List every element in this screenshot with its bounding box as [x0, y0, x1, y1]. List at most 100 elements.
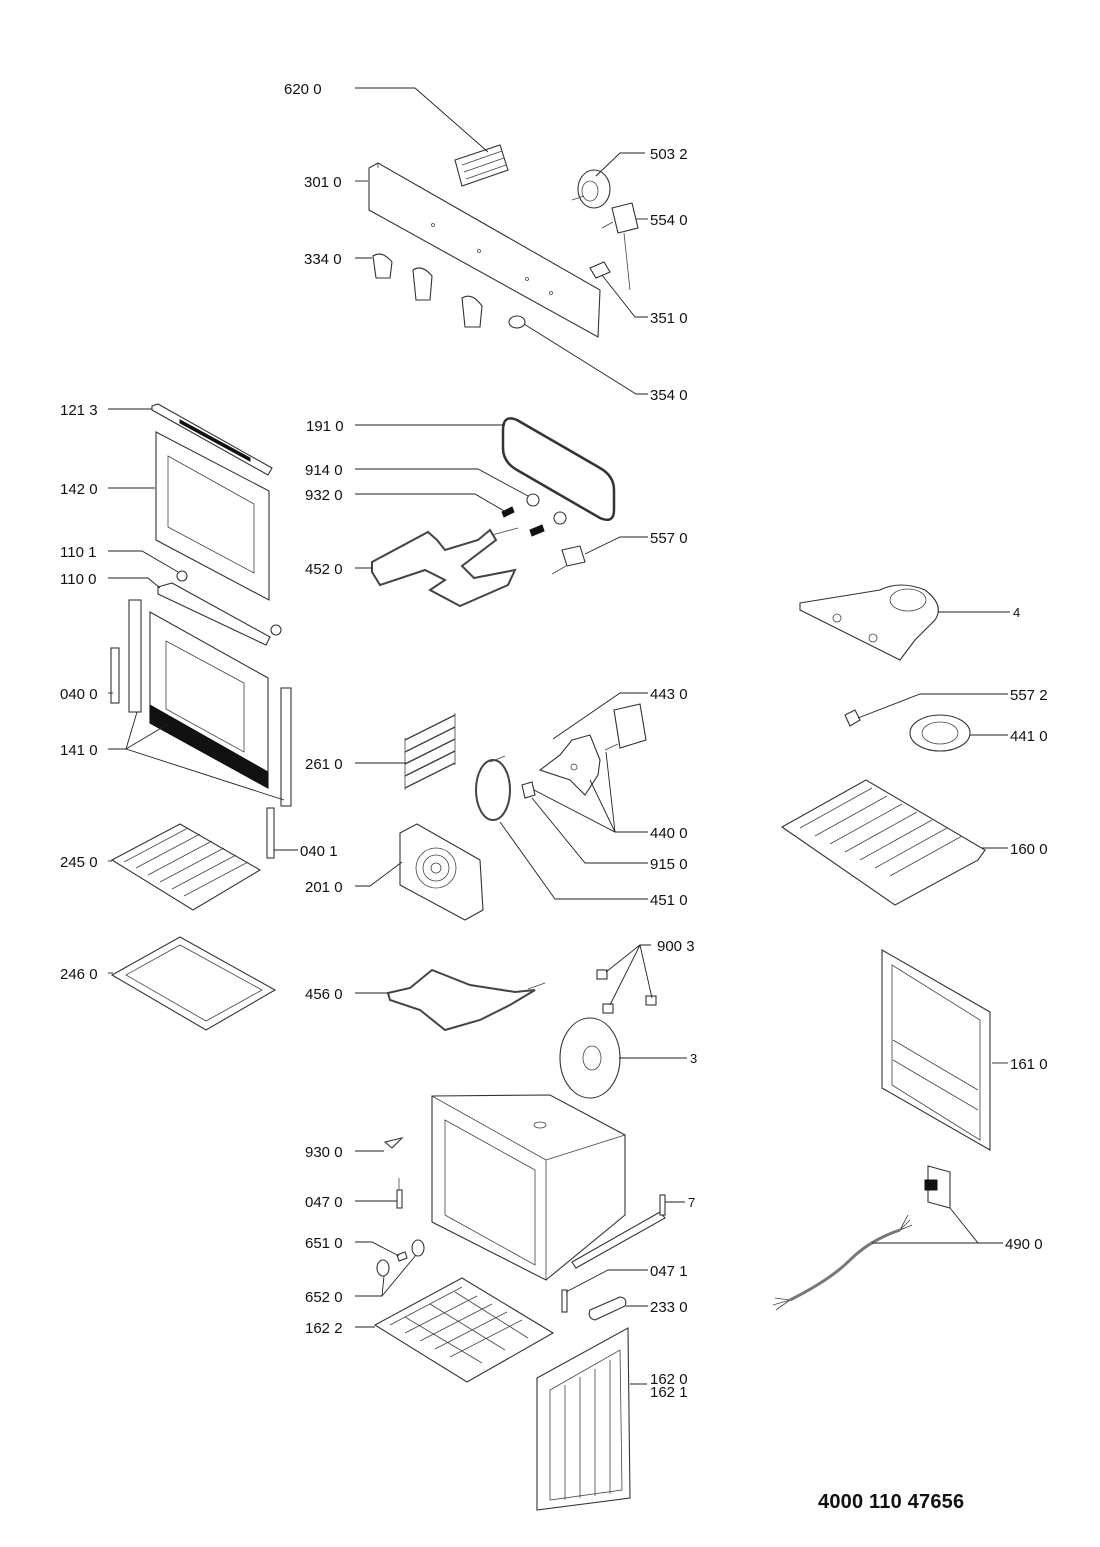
part-246-0-baking-tray: [110, 936, 277, 1031]
part-620-0-terminal-block: [454, 144, 509, 187]
part-651-0-foot: [396, 1251, 408, 1262]
part-652-0-foot: [376, 1239, 425, 1277]
leader-490-0-a: [949, 1207, 1003, 1244]
label-914-0: 914 0: [305, 462, 343, 479]
label-047-0: 047 0: [305, 1194, 343, 1211]
label-440-0: 440 0: [650, 825, 688, 842]
label-554-0: 554 0: [650, 212, 688, 229]
part-047-0-fixing: [396, 1178, 403, 1209]
label-7: 7: [688, 1195, 695, 1210]
leader-914-0: [355, 468, 529, 497]
label-301-0: 301 0: [304, 174, 342, 191]
part-915-0-nut: [521, 781, 536, 799]
part-141-0-outer-door: [128, 599, 292, 807]
part-441-0-cooling-fan: [909, 714, 971, 752]
label-334-0: 334 0: [304, 251, 342, 268]
part-351-0-signal-lamp: [589, 261, 611, 279]
part-261-0-shelf-support: [404, 713, 456, 790]
part-914-0-bushing: [526, 493, 567, 525]
part-162-0-side-panel: [536, 1327, 631, 1511]
part-503-2-timer: [571, 169, 611, 209]
label-3: 3: [690, 1051, 697, 1066]
part-047-1-fixing: [561, 1289, 568, 1313]
leader-451-0: [499, 821, 648, 900]
label-245-0: 245 0: [60, 854, 98, 871]
label-900-3: 900 3: [657, 938, 695, 955]
label-441-0: 441 0: [1010, 728, 1048, 745]
part-557-0-switch: [551, 545, 586, 575]
leader-lines: [108, 87, 1010, 1385]
label-452-0: 452 0: [305, 561, 343, 578]
part-245-0-wire-shelf: [110, 823, 262, 911]
label-201-0: 201 0: [305, 879, 343, 896]
part-930-0-bracket: [383, 1137, 404, 1149]
label-110-1: 110 1: [60, 544, 96, 561]
label-233-0: 233 0: [650, 1299, 688, 1316]
leader-354-0: [523, 323, 648, 395]
leader-620-0: [355, 87, 489, 153]
leader-443-0: [552, 692, 648, 740]
leader-351-0: [601, 274, 648, 318]
part-7-rail: [571, 1194, 666, 1269]
part-040-1-hinge: [266, 807, 275, 859]
label-490-0: 490 0: [1005, 1236, 1043, 1253]
part-040-0-hinge: [110, 647, 120, 704]
label-557-2: 557 2: [1010, 687, 1048, 704]
part-161-0-back-panel: [881, 949, 991, 1151]
leader-900-3-c: [639, 944, 653, 999]
part-142-0-inner-door-glass: [155, 431, 270, 601]
label-142-0: 142 0: [60, 481, 98, 498]
part-191-0-door-gasket: [501, 417, 616, 521]
part-557-2-clip: [844, 709, 861, 727]
leader-110-1: [108, 550, 179, 573]
leader-141-0c: [125, 748, 285, 801]
leader-440-0-a: [533, 789, 648, 833]
part-162-2-bottom-panel: [373, 1277, 555, 1383]
part-301-0-control-panel: [368, 162, 601, 338]
leader-141-0b: [125, 723, 169, 750]
part-110-1-handle-cap: [176, 570, 282, 636]
label-110-0: 110 0: [60, 571, 96, 588]
leader-932-0: [355, 493, 507, 513]
leader-557-0: [584, 536, 648, 555]
label-443-0: 443 0: [650, 686, 688, 703]
leader-652-0-a: [355, 1275, 385, 1297]
label-261-0: 261 0: [305, 756, 343, 773]
label-503-2: 503 2: [650, 146, 688, 163]
label-930-0: 930 0: [305, 1144, 343, 1161]
label-191-0: 191 0: [306, 418, 344, 435]
part-334-0-knobs: [372, 253, 483, 328]
leader-503-2: [595, 152, 645, 177]
label-160-0: 160 0: [1010, 841, 1048, 858]
part-554-0-thermostat: [601, 202, 639, 291]
part-110-0-door-handle: [157, 582, 271, 646]
label-4: 4: [1013, 605, 1020, 620]
label-121-3: 121 3: [60, 402, 98, 419]
label-451-0: 451 0: [650, 892, 688, 909]
label-161-0: 161 0: [1010, 1056, 1048, 1073]
part-201-0-fan-cover: [399, 823, 484, 921]
part-452-0-grill-element: [371, 527, 519, 608]
part-160-0-top-panel: [780, 779, 986, 906]
label-047-1: 047 1: [650, 1263, 688, 1280]
label-456-0: 456 0: [305, 986, 343, 1003]
label-915-0: 915 0: [650, 856, 688, 873]
part-labels: 620 0 503 2 301 0 554 0 334 0 351 0 354 …: [60, 81, 1048, 1401]
part-354-0-button: [508, 315, 526, 329]
part-4-fan-housing: [799, 584, 939, 661]
leader-900-3-b: [609, 944, 641, 1006]
label-162-0: 162 0: [650, 1371, 688, 1388]
part-932-0-spring: [501, 506, 545, 537]
leader-915-0: [531, 797, 648, 864]
leader-047-1: [565, 1269, 648, 1293]
leader-652-0-b: [381, 1254, 417, 1297]
part-900-3-clips: [596, 969, 657, 1014]
label-040-0: 040 0: [60, 686, 98, 703]
label-620-0: 620 0: [284, 81, 322, 98]
leader-141-0: [108, 711, 138, 750]
label-040-1: 040 1: [300, 843, 338, 860]
label-246-0: 246 0: [60, 966, 98, 983]
part-233-0-holder: [588, 1296, 627, 1321]
part-451-0-circular-element: [475, 755, 511, 821]
